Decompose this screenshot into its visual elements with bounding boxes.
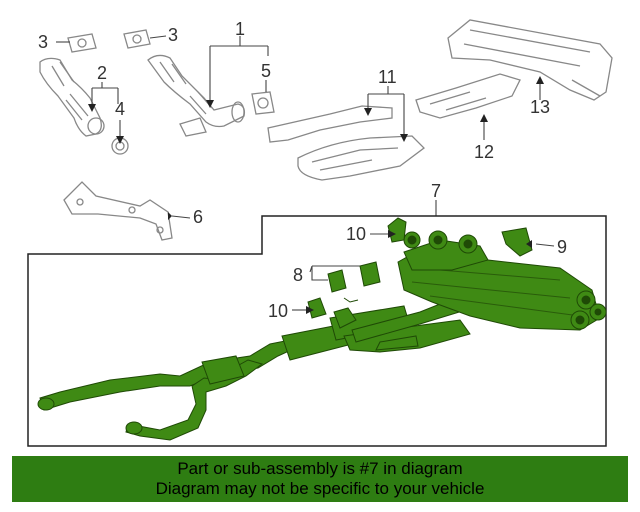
callout-9: 9 bbox=[557, 237, 568, 257]
callout-11: 11 bbox=[378, 67, 397, 87]
clamp-5 bbox=[251, 91, 275, 115]
heat-shield-11 bbox=[267, 105, 393, 143]
hanger-8-right bbox=[359, 261, 381, 287]
banner-line-2: Diagram may not be specific to your vehi… bbox=[155, 479, 485, 498]
callout-3-left: 3 bbox=[38, 32, 49, 52]
hanger-8-left bbox=[327, 269, 347, 293]
manifold-converter-left bbox=[39, 57, 102, 137]
gasket-right bbox=[123, 29, 151, 49]
heat-shield-13 bbox=[447, 19, 613, 101]
hanger-10-lower bbox=[307, 297, 327, 319]
callout-3-right: 3 bbox=[168, 25, 179, 45]
callout-4: 4 bbox=[115, 99, 126, 119]
callout-13: 13 bbox=[530, 97, 551, 117]
callout-7: 7 bbox=[431, 181, 442, 201]
heat-shield-12 bbox=[415, 73, 521, 119]
leader-lines bbox=[56, 35, 555, 311]
gasket-left bbox=[67, 33, 97, 53]
callout-6: 6 bbox=[193, 207, 204, 227]
banner-line-1: Part or sub-assembly is #7 in diagram bbox=[177, 459, 463, 478]
callout-10-upper: 10 bbox=[346, 224, 367, 244]
exhaust-parts-diagram bbox=[27, 19, 613, 447]
exhaust-system-assembly bbox=[37, 217, 607, 441]
callout-5: 5 bbox=[261, 61, 272, 81]
info-banner: Part or sub-assembly is #7 in diagram Di… bbox=[12, 456, 628, 502]
front-pipe-upper bbox=[39, 339, 302, 411]
callout-8: 8 bbox=[293, 265, 304, 285]
hanger-9 bbox=[501, 227, 533, 257]
upper-parts-group bbox=[39, 19, 613, 241]
callout-2: 2 bbox=[97, 63, 108, 83]
callout-1: 1 bbox=[235, 19, 246, 39]
arrow-heads bbox=[88, 76, 544, 314]
hanger-10-upper bbox=[387, 217, 407, 243]
callout-12: 12 bbox=[474, 142, 495, 162]
bracket-lower bbox=[333, 307, 357, 329]
resonator-front bbox=[201, 355, 245, 385]
assembly-7-box bbox=[27, 215, 607, 447]
bracket-6 bbox=[63, 181, 173, 241]
callout-10-lower: 10 bbox=[268, 301, 289, 321]
